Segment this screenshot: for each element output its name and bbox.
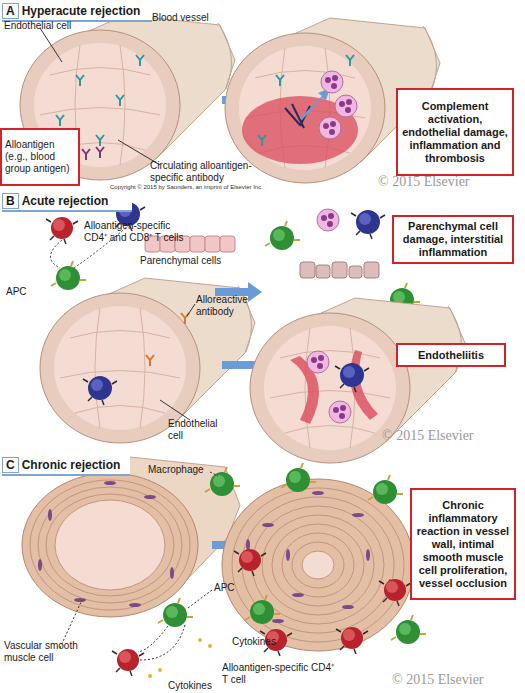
outcome-text: Chronic inflammatory reaction in vessel … <box>416 499 510 590</box>
outcome-box: Parenchymal cell damage, interstitial in… <box>392 215 514 264</box>
part-label: Cytokines <box>168 680 228 692</box>
outcome-text: Parenchymal cell damage, interstitial in… <box>398 220 508 259</box>
part-label: Parenchymal cells <box>140 255 240 267</box>
watermark: © 2015 Elsevier <box>382 428 474 443</box>
part-label: Macrophage <box>148 464 218 476</box>
part-label: Endothelial cell <box>168 418 228 441</box>
panel-title: Acute rejection <box>22 194 109 208</box>
panel-c-art <box>22 457 426 678</box>
outcome-box: Chronic inflammatory reaction in vessel … <box>410 488 516 600</box>
part-label: Alloantigen-specific CD4⁺ T cell <box>222 662 342 685</box>
part-label: APC <box>214 582 244 594</box>
part-label: Cytokines <box>232 636 292 648</box>
part-label: Vascular smooth muscle cell <box>4 640 84 663</box>
panel-title: Chronic rejection <box>22 458 121 472</box>
panel-title: Hyperacute rejection <box>22 4 141 18</box>
callout-box: Alloantigen (e.g., blood group antigen) <box>0 128 80 186</box>
part-label: Blood vessel <box>152 12 222 24</box>
panel-a-art <box>20 15 440 183</box>
outcome-box: Complement activation, endothelial damag… <box>396 88 514 176</box>
part-label: Alloantigen-specific CD4⁺ and CD8⁺ T cel… <box>84 220 194 243</box>
part-label: APC <box>6 286 36 298</box>
panel-letter: C <box>2 457 19 473</box>
panel-heading: AHyperacute rejection <box>2 2 152 22</box>
callout-text: Alloantigen (e.g., blood group antigen) <box>5 139 75 175</box>
watermark: © 2015 Elsevier <box>378 174 470 189</box>
panel-heading: BAcute rejection <box>2 192 132 212</box>
outcome-box: Endotheliitis <box>396 343 506 367</box>
copyright-note: Copyright © 2015 by Saunders, an imprint… <box>110 184 330 191</box>
watermark: © 2015 Elsevier <box>392 672 484 687</box>
part-label: Endothelial cell <box>4 20 74 32</box>
part-label: Alloreactive antibody <box>196 294 266 317</box>
panel-heading: CChronic rejection <box>2 456 130 476</box>
panel-letter: A <box>2 3 19 19</box>
part-label: Circulating alloantigen-specific antibod… <box>150 160 260 183</box>
panel-letter: B <box>2 193 19 209</box>
outcome-text: Complement activation, endothelial damag… <box>402 100 508 165</box>
outcome-text: Endotheliitis <box>418 349 484 362</box>
